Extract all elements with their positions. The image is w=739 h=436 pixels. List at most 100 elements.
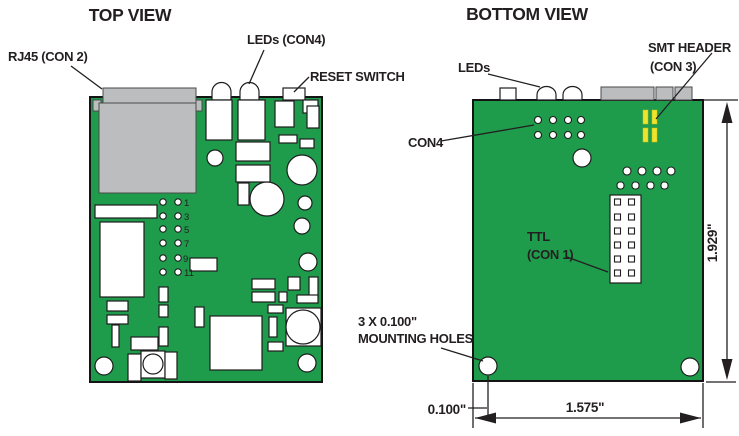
pin-hole (159, 254, 167, 262)
pin-hole (174, 225, 182, 233)
con4-hole (576, 115, 586, 125)
pin-hole (174, 239, 182, 247)
smt-header-pads (642, 109, 658, 143)
leds-label: LEDs (CON4) (247, 32, 325, 47)
pin-number: 3 (184, 212, 189, 223)
reset-leader-line (293, 76, 310, 93)
con4-hole (576, 130, 586, 140)
led-dome-2 (239, 81, 260, 101)
ttl-pin (627, 241, 636, 249)
capacitor (286, 154, 318, 186)
component-round (298, 252, 318, 272)
board-edge-features (499, 85, 693, 101)
mounting-label-line2: MOUNTING HOLES (358, 331, 474, 346)
arrow-up-icon (721, 102, 733, 123)
top-view: TOP VIEW (8, 5, 405, 383)
component (308, 276, 319, 298)
smt-pad (642, 109, 649, 125)
rj45-bottom-segment (655, 86, 674, 101)
led-dome-1 (536, 85, 557, 101)
con4-leader-line (440, 124, 535, 142)
pin-pad (631, 181, 640, 190)
pin-number: 1 (184, 198, 189, 209)
con4-hole (548, 130, 558, 140)
ttl-pin (613, 213, 622, 221)
smt-pad (651, 109, 658, 125)
smt-pad (642, 127, 649, 143)
pin-hole (174, 268, 182, 276)
rj45-bottom-segment (600, 86, 655, 101)
mounting-holes (478, 356, 700, 377)
mounting-holes-leader-line (440, 347, 484, 362)
led-body-1 (205, 99, 233, 141)
ttl-label-line2: (CON 1) (527, 247, 573, 262)
led-dome-2 (562, 85, 583, 101)
component (158, 304, 169, 318)
pin-hole (666, 166, 676, 176)
pin-hole (652, 166, 662, 176)
ttl-pin (613, 241, 622, 249)
capacitor (249, 181, 285, 217)
dimension-height: 1.929" (704, 99, 738, 383)
led-dome-1 (211, 81, 232, 101)
pin-hole (174, 254, 182, 262)
pcb-bottom-board (472, 99, 704, 382)
led-bumps-top (205, 81, 266, 141)
component (189, 257, 218, 272)
component (235, 141, 271, 162)
top-view-labels: RJ45 (CON 2) LEDs (CON4) RESET SWITCH (8, 32, 405, 93)
bottom-view-labels: LEDs SMT HEADER (CON 3) CON4 TTL (CON 1)… (358, 40, 732, 362)
component-round (297, 195, 313, 211)
component (251, 278, 276, 290)
component (306, 105, 320, 129)
leds-leader-line (487, 73, 541, 88)
component (111, 324, 120, 348)
mounting-hole (297, 353, 317, 373)
con4-hole (563, 115, 573, 125)
led-body-2 (237, 99, 266, 141)
ttl-leader-line (566, 256, 609, 273)
pin-hole (159, 198, 167, 206)
pin-pad (646, 181, 655, 190)
ttl-pin (613, 227, 622, 235)
component (287, 276, 301, 291)
mounting-hole (478, 356, 498, 376)
con4-hole (533, 130, 543, 140)
mounting-hole (680, 357, 700, 377)
pin-hole (159, 225, 167, 233)
bottom-view-title: BOTTOM VIEW (466, 4, 589, 24)
pin-hole (174, 212, 182, 220)
component (267, 341, 284, 352)
component (278, 134, 298, 144)
component (158, 286, 169, 303)
arrow-left-icon (475, 412, 496, 424)
rj45-connector (92, 87, 203, 194)
arrow-down-icon (721, 359, 733, 380)
component (296, 294, 319, 304)
component (194, 306, 205, 328)
component (267, 304, 284, 314)
rj45-label: RJ45 (CON 2) (8, 49, 87, 64)
leds-label: LEDs (458, 60, 490, 75)
reset-switch-button (282, 87, 306, 101)
ttl-pin (627, 198, 636, 206)
smt-header-label-line2: (CON 3) (650, 59, 696, 74)
pin-number: 7 (184, 239, 189, 250)
dimension-width: 1.575" 0.100" (428, 376, 704, 428)
component (99, 221, 145, 298)
component (299, 138, 315, 149)
rj45-top (102, 87, 197, 105)
pin-hole (637, 166, 647, 176)
dim-width-value: 1.575" (566, 400, 604, 415)
reset-switch-label: RESET SWITCH (310, 69, 405, 84)
leds-leader-line (248, 49, 265, 85)
smt-header-leader-line (655, 52, 713, 120)
pin-hole (174, 198, 182, 206)
con4-hole (548, 115, 558, 125)
arrow-right-icon (680, 412, 701, 424)
ttl-pin (627, 269, 636, 277)
component (278, 291, 288, 303)
ttl-pin (627, 213, 636, 221)
edge-notch (499, 87, 517, 101)
